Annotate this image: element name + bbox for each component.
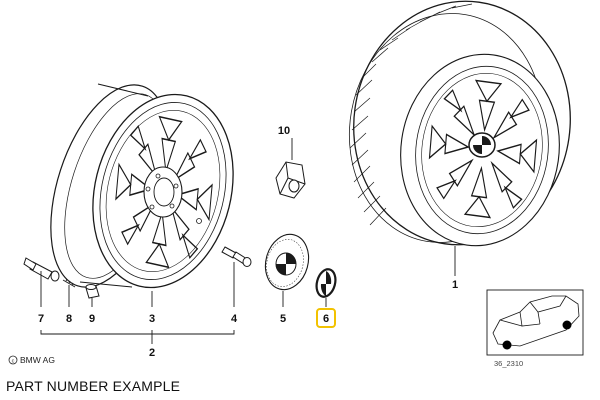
- callout-5[interactable]: 5: [280, 313, 286, 325]
- callout-10[interactable]: 10: [278, 125, 290, 137]
- valve-cap-drawing: [85, 284, 100, 299]
- complete-wheel-drawing: [348, 0, 571, 247]
- callout-4[interactable]: 4: [231, 313, 238, 325]
- rim-drawing: [50, 83, 234, 289]
- hub-cap-drawing: [264, 233, 310, 291]
- copyright-text: BMW AG: [20, 355, 55, 365]
- callout-2[interactable]: 2: [149, 347, 155, 359]
- callout-6-highlight: [316, 308, 336, 328]
- callout-7[interactable]: 7: [38, 313, 44, 325]
- leader-lines: [40, 138, 456, 344]
- caption: PART NUMBER EXAMPLE: [6, 378, 181, 394]
- cap-part-drawing: [275, 161, 306, 199]
- valve-insert-drawing: [62, 278, 76, 288]
- wheel-bolt-drawing: [221, 246, 252, 267]
- callout-9[interactable]: 9: [89, 313, 95, 325]
- callout-8[interactable]: 8: [66, 313, 72, 325]
- callout-3[interactable]: 3: [149, 313, 155, 325]
- wheel-position-marker-front: [502, 340, 512, 350]
- callout-1[interactable]: 1: [452, 279, 458, 291]
- reference-code: 36_2310: [494, 359, 523, 368]
- vehicle-thumbnail: 36_2310: [486, 289, 584, 368]
- copyright-notice: c BMW AG: [8, 355, 55, 365]
- svg-text:c: c: [12, 359, 15, 365]
- emblem-drawing: [315, 268, 337, 298]
- callout-6[interactable]: 6: [323, 313, 329, 325]
- valve-drawing: [23, 257, 60, 282]
- wheel-position-marker-rear: [562, 320, 572, 330]
